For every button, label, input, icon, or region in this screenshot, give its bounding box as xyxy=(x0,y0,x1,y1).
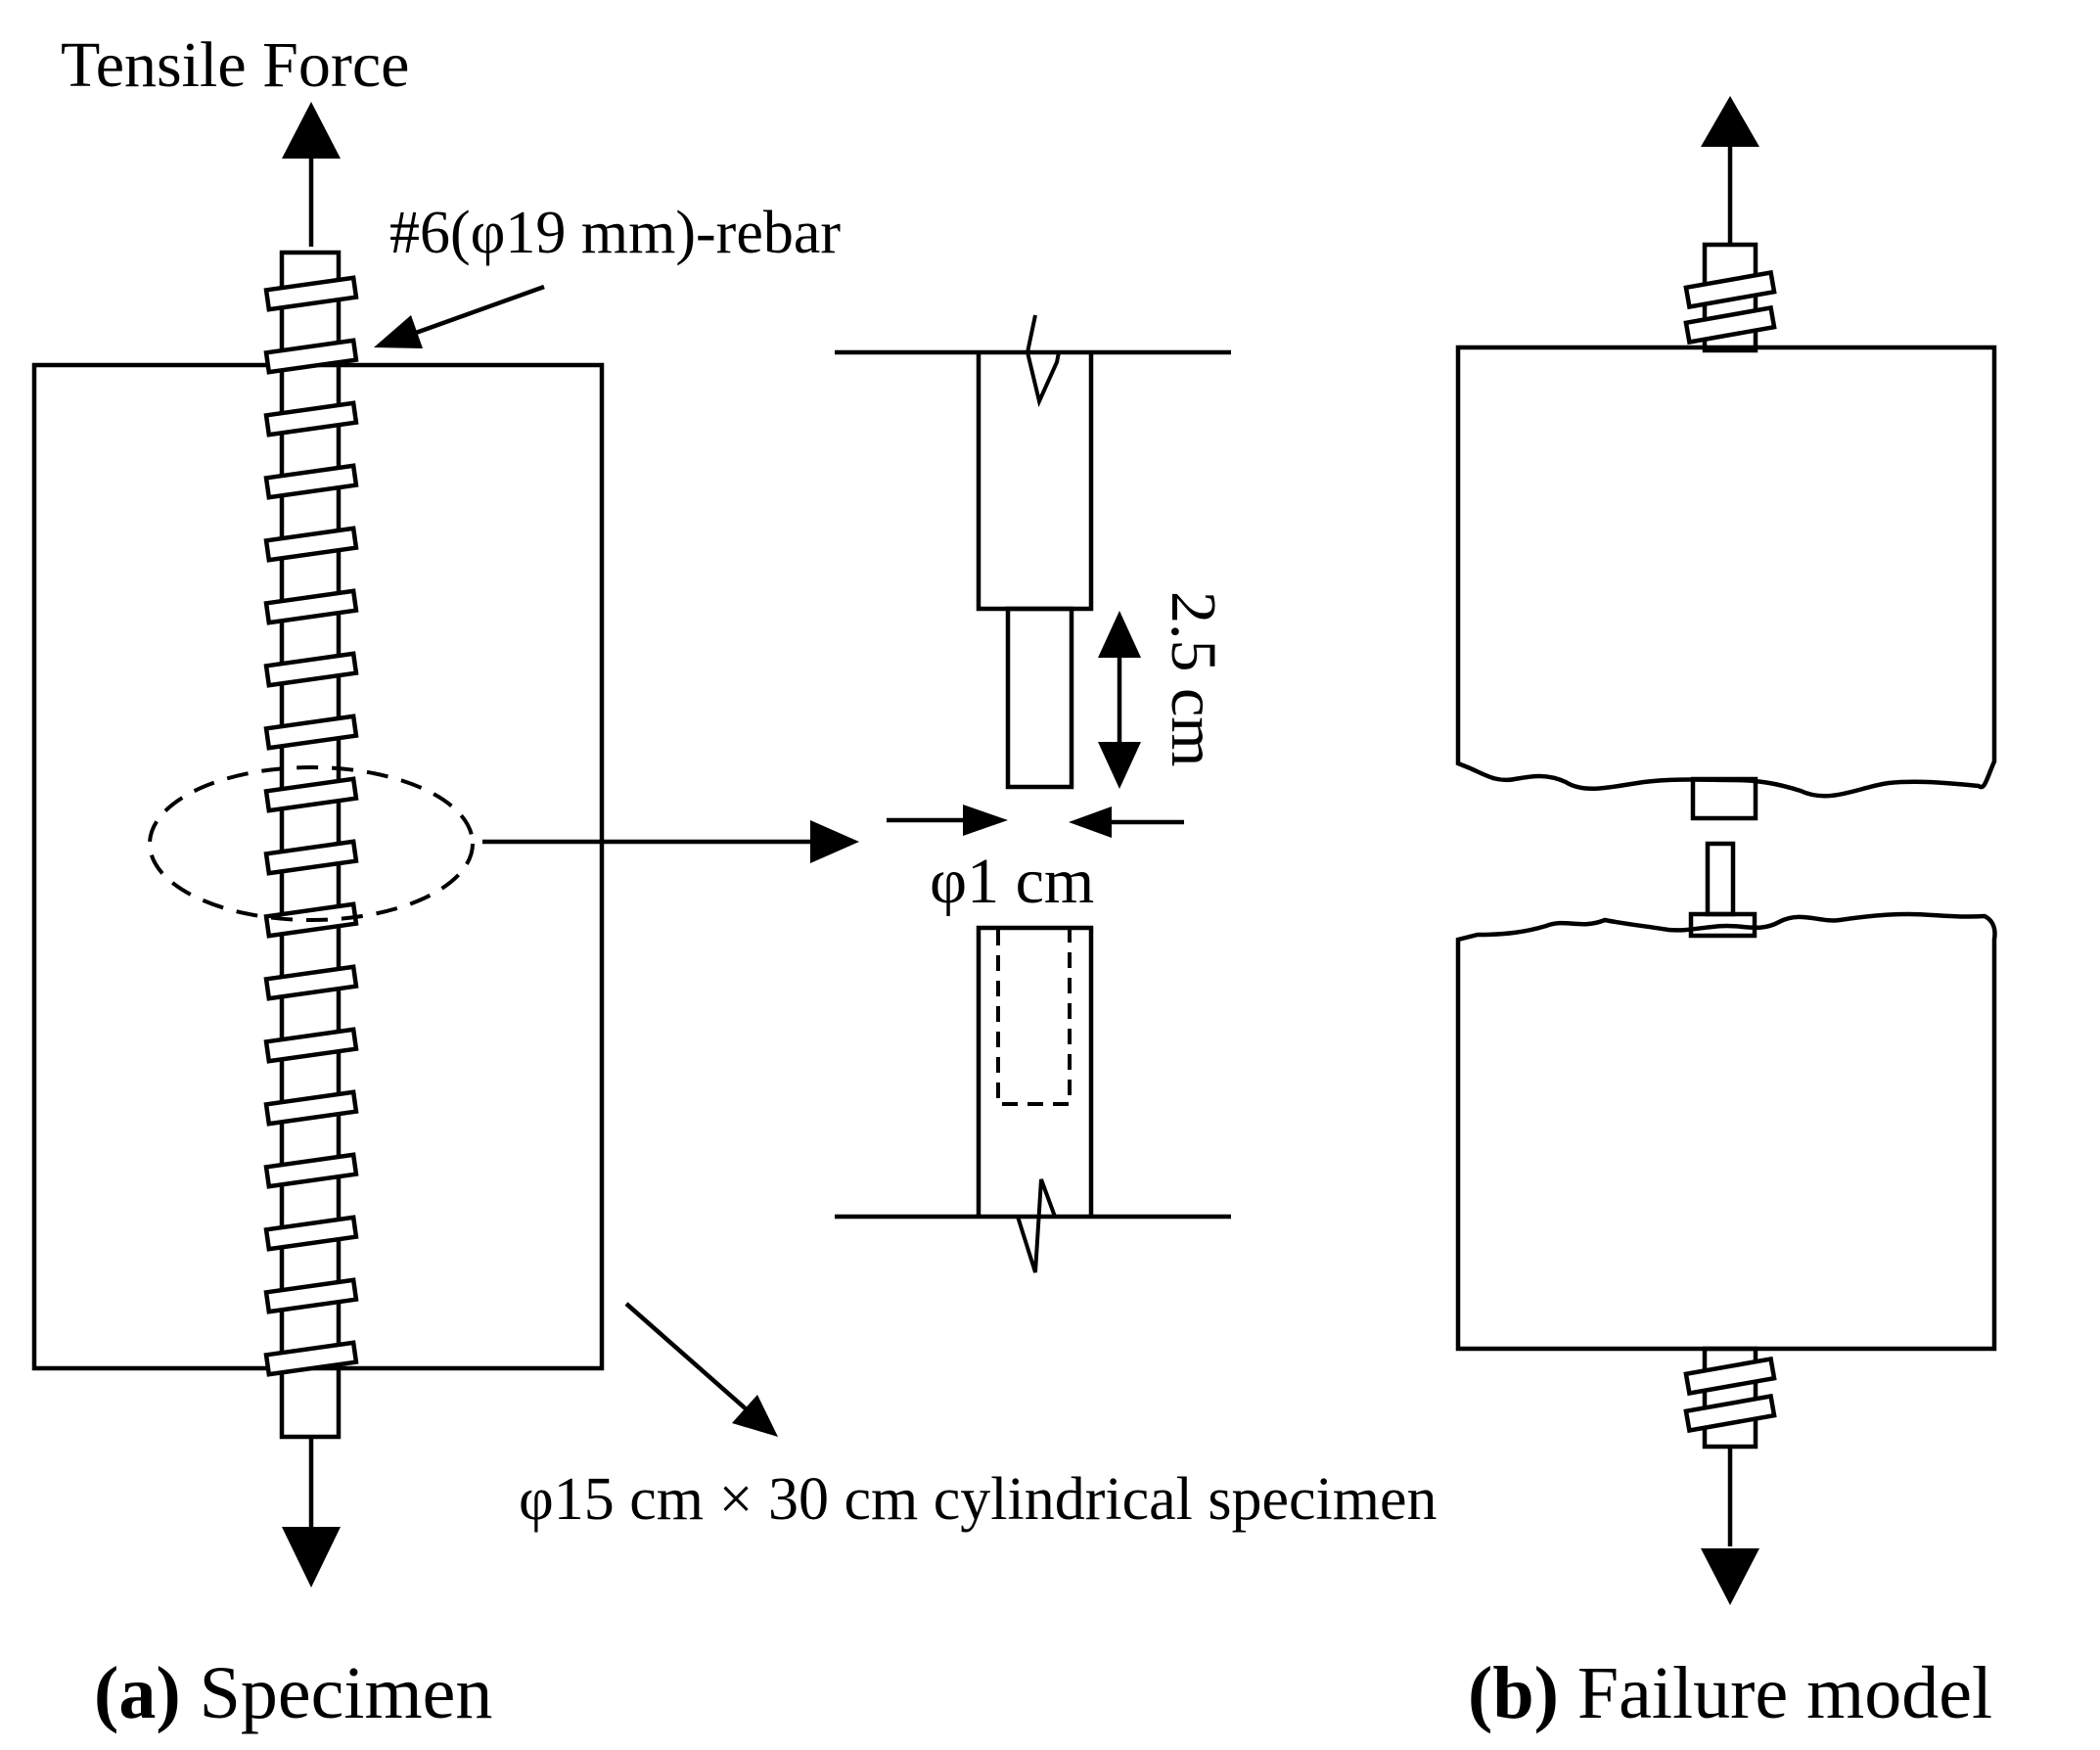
caption-b-text: Failure model xyxy=(1559,1652,1992,1734)
failure-broken-pin xyxy=(1705,841,1736,917)
caption-a-letter: a xyxy=(118,1652,156,1734)
length-dimension-arrow xyxy=(1098,611,1141,789)
rebar-rib xyxy=(263,588,359,625)
diameter-right-arrow xyxy=(1069,806,1184,838)
rebar-rib xyxy=(263,275,359,312)
rebar-rib xyxy=(263,964,359,1001)
detail-lower-bar xyxy=(976,925,1094,1273)
rebar-rib xyxy=(263,400,359,438)
caption-a-text: Specimen xyxy=(181,1652,493,1734)
failure-top-rebar-rib xyxy=(1683,269,1777,310)
caption-a-paren-open: ( xyxy=(94,1652,118,1734)
detail-upper-break-mark xyxy=(1025,314,1061,408)
failure-down-arrow xyxy=(1701,1449,1759,1605)
rebar-label: #6(φ19 mm)-rebar xyxy=(389,200,841,266)
rebar-rib xyxy=(263,776,359,813)
failure-top-rebar xyxy=(1683,242,1777,353)
detail-view: 2.5 cm φ1 cm xyxy=(482,314,1231,1273)
caption-b-paren-open: ( xyxy=(1468,1652,1492,1734)
caption-b-paren-close: ) xyxy=(1534,1652,1559,1734)
rebar-rib xyxy=(263,1027,359,1064)
failure-bottom-rebar-ribs xyxy=(1683,1356,1777,1434)
rebar-rib xyxy=(263,1089,359,1127)
rebar-ribs xyxy=(263,275,359,1377)
specimen-label: φ15 cm × 30 cm cylindrical specimen xyxy=(519,1466,1437,1533)
rebar-rib xyxy=(263,463,359,500)
rebar-rib xyxy=(263,338,359,375)
failure-upper-rebar-stub xyxy=(1690,776,1758,821)
specimen-label-arrow xyxy=(624,1302,778,1437)
failure-upper-block xyxy=(1455,345,1997,799)
tensile-force-down-arrow xyxy=(282,1439,341,1588)
detail-lower-break-mark xyxy=(1004,1178,1091,1273)
panel-a-specimen: Tensile Force #6(φ19 mm)-rebar xyxy=(31,29,1437,1734)
detail-pin xyxy=(1005,606,1074,790)
rebar-rib xyxy=(263,526,359,563)
diameter-label: φ1 cm xyxy=(930,846,1094,917)
rebar-rib xyxy=(263,1152,359,1189)
detail-highlight-ellipse xyxy=(148,765,475,922)
rebar-rib xyxy=(263,1340,359,1377)
failure-up-arrow xyxy=(1701,96,1759,245)
tensile-force-up-arrow xyxy=(282,102,341,247)
detail-upper-bar xyxy=(976,314,1094,790)
failure-bottom-rebar xyxy=(1683,1346,1777,1450)
caption-b-letter: b xyxy=(1492,1652,1533,1734)
detail-pointer-arrow xyxy=(482,820,859,863)
failure-top-rebar-rib xyxy=(1683,304,1777,345)
caption-a: (a) Specimen xyxy=(94,1652,492,1734)
length-dimension-label: 2.5 cm xyxy=(1158,591,1229,767)
failure-top-rebar-ribs xyxy=(1683,269,1777,345)
tensile-force-label: Tensile Force xyxy=(61,29,409,101)
failure-lower-rebar-stub xyxy=(1688,911,1758,939)
rebar-rib xyxy=(263,714,359,751)
rebar-rib xyxy=(263,839,359,876)
caption-b: (b) Failure model xyxy=(1468,1652,1992,1734)
rebar-rib xyxy=(263,1277,359,1314)
rebar xyxy=(263,250,359,1440)
rebar-label-arrow xyxy=(374,284,545,348)
panel-b-failure-model: (b) Failure model xyxy=(1455,96,1997,1734)
detail-hole-outline xyxy=(996,930,1072,1106)
failure-lower-block xyxy=(1455,911,1997,1352)
failure-bottom-rebar-rib xyxy=(1683,1393,1777,1434)
rebar-rib xyxy=(263,651,359,688)
failure-bottom-rebar-rib xyxy=(1683,1356,1777,1397)
caption-a-paren-close: ) xyxy=(156,1652,180,1734)
rebar-rib xyxy=(263,1215,359,1252)
diameter-left-arrow xyxy=(887,805,1008,836)
